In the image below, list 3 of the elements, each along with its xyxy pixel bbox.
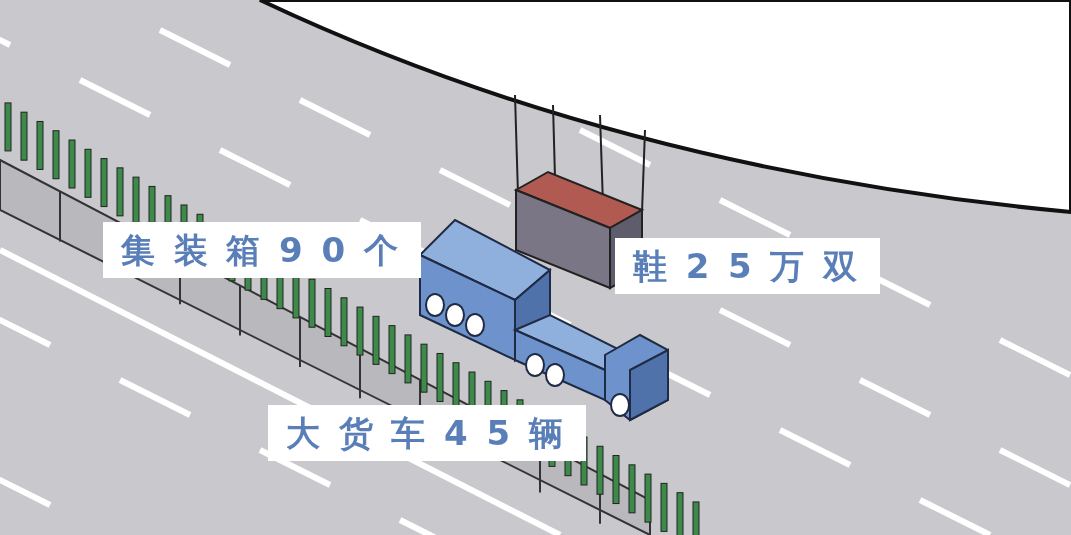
quantity-label: 鞋25万双 bbox=[615, 238, 880, 294]
quantity-label: 集装箱90个 bbox=[103, 222, 421, 278]
quantity-label: 大货车45辆 bbox=[268, 405, 586, 461]
